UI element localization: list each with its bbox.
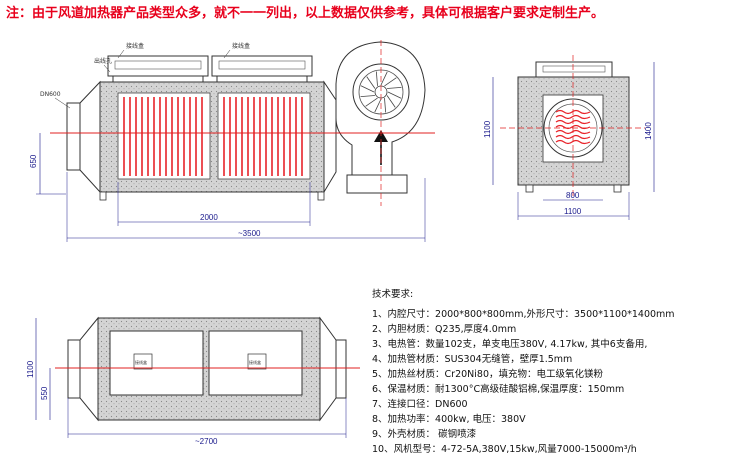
fan-blade [387, 91, 402, 99]
fan-blade [384, 98, 387, 113]
spec-line: 10、风机型号：4-72-5A,380V,15kw,风量7000-15000m³… [372, 443, 637, 455]
fan-blade [375, 71, 378, 86]
spec-line: 4、加热管材质：SUS304无缝管，壁厚1.5mm [372, 353, 572, 365]
dim-3500: ~3500 [238, 229, 261, 238]
spec-line: 9、外壳材质： 碳钢喷漆 [372, 428, 477, 440]
front-inlet-flange [66, 102, 81, 171]
dim-top-550: 550 [40, 386, 49, 400]
dim-side-1100-h: 1100 [564, 207, 582, 216]
top-outlet-transition [319, 316, 337, 422]
front-heater-chamber-2 [217, 92, 311, 180]
spec-line: 5、加热丝材质：Cr20Ni80，填充物：电工级氧化镁粉 [372, 368, 604, 380]
side-view: 1100 1400 800 1100 [483, 55, 655, 220]
fan-blades [360, 71, 402, 113]
fan-blade [387, 86, 402, 89]
heater-tubes-left [123, 97, 203, 176]
fan-blade [386, 95, 396, 108]
dim-2000: 2000 [200, 213, 218, 222]
top-box-label-1: 接线盒 [135, 359, 147, 365]
technical-requirements: 技术要求: 1、内腔尺寸：2000*800*800mm,外形尺寸：3500*11… [372, 288, 675, 455]
front-heater-chamber-1 [117, 92, 211, 180]
fan-blade [380, 71, 388, 86]
dim-650: 650 [29, 154, 38, 168]
fan-blade [366, 76, 376, 89]
fan-blade [360, 85, 375, 93]
dim-side-800-h: 800 [566, 191, 580, 200]
spec-line: 2、内胆材质：Q235,厚度4.0mm [372, 323, 516, 335]
fan-base [346, 174, 408, 194]
label-junction-box-2: 接线盒 [232, 42, 250, 50]
spec-line: 3、电热管：数量102支，单支电压380V, 4.17kw, 其中6支备用, [372, 338, 647, 350]
side-heater-coil [555, 134, 591, 140]
side-heater-coil [555, 109, 591, 115]
dim-side-1400-v: 1400 [644, 122, 653, 140]
side-heater-coil [555, 139, 591, 145]
top-view: 接线盒 接线盒 1100 550 ~2700 [26, 316, 360, 446]
fan-blade [384, 77, 397, 87]
top-outlet-flange [335, 339, 347, 399]
top-inlet-transition [79, 316, 99, 422]
dim-top-1100: 1100 [26, 360, 35, 378]
fan-blade [365, 97, 378, 107]
dim-side-1100-v: 1100 [483, 120, 492, 138]
side-heater-coils [555, 109, 591, 145]
label-outlet-wire: 出线孔 [94, 57, 112, 65]
label-junction-box-1: 接线盒 [126, 42, 144, 50]
front-inlet-transition [79, 80, 101, 194]
side-heater-coil [555, 119, 591, 125]
fan-blade [374, 98, 382, 113]
spec-line: 8、加热功率：400kw, 电压：380V [372, 413, 526, 425]
top-inlet-flange [67, 339, 81, 399]
top-box-label-2: 接线盒 [249, 359, 261, 365]
spec-line: 6、保温材质：耐1300°C高级硅酸铝棉,保温厚度：150mm [372, 383, 624, 395]
note-text: 注：由于风道加热器产品类型众多，就不一一列出，以上数据仅供参考，具体可根据客户要… [6, 6, 605, 21]
front-outlet-transition [323, 80, 337, 194]
label-dn: DN600 [40, 91, 61, 98]
side-heater-coil [555, 129, 591, 135]
fan-blade [360, 95, 375, 98]
side-heater-coil [555, 114, 591, 120]
specs-title: 技术要求: [372, 288, 413, 300]
front-view: 接线盒 接线盒 出线孔 DN600 650 2000 ~3500 [29, 40, 435, 242]
spec-line: 1、内腔尺寸：2000*800*800mm,外形尺寸：3500*1100*140… [372, 308, 675, 320]
heater-tubes-right [223, 97, 303, 176]
top-junction-box-1 [109, 330, 204, 396]
dim-top-2700: ~2700 [195, 437, 218, 446]
spec-line: 7、连接口径：DN600 [372, 398, 468, 410]
